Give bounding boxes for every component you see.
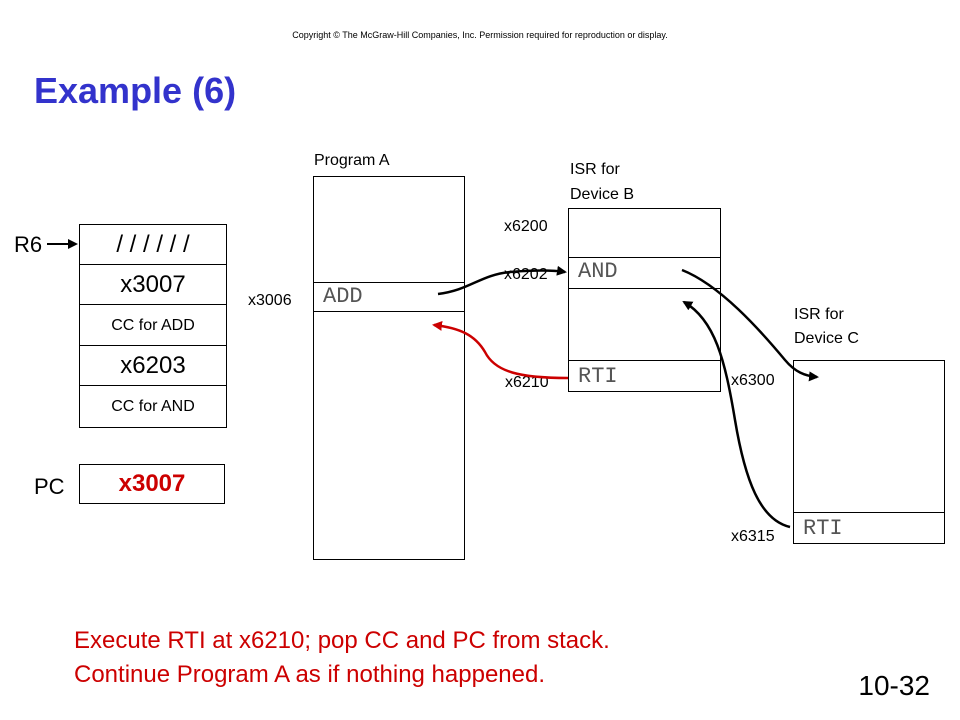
caption: Execute RTI at x6210; pop CC and PC from… <box>74 624 610 692</box>
program-a-instr-add: ADD <box>323 284 363 309</box>
slide-number: 10-32 <box>858 670 930 701</box>
isr-b-label-line1: ISR for <box>570 161 620 178</box>
stack-cell-saved-pc-a: x3007 <box>80 265 226 305</box>
isr-c-addr-rti: x6315 <box>731 528 775 545</box>
isr-b-divider <box>569 288 720 289</box>
return-from-b-arrow <box>432 320 569 380</box>
stack-cell-top: / / / / / / <box>80 225 226 265</box>
isr-c-divider <box>794 512 944 513</box>
stack-pointer-label: R6 <box>14 232 43 257</box>
isr-b-label-line2: Device B <box>570 186 635 203</box>
isr-c-memory: RTI <box>793 360 945 544</box>
isr-b-addr-start: x6200 <box>504 218 548 235</box>
program-a-divider <box>314 311 464 312</box>
interrupt-c-arrow <box>681 268 819 382</box>
pc-value: x3007 <box>79 464 225 504</box>
isr-c-addr-start: x6300 <box>731 372 775 389</box>
isr-b-memory: AND RTI <box>568 208 721 392</box>
interrupt-b-arrow <box>437 265 567 296</box>
stack-cell-saved-cc-a: CC for ADD <box>80 305 226 346</box>
isr-b-divider <box>569 360 720 361</box>
program-a-addr: x3006 <box>248 292 292 309</box>
program-a-divider <box>314 282 464 283</box>
isr-b-addr-rti: x6210 <box>505 374 549 391</box>
isr-b-divider <box>569 257 720 258</box>
copyright-notice: Copyright © The McGraw-Hill Companies, I… <box>292 30 668 40</box>
isr-c-label-line1: ISR for <box>794 306 844 323</box>
return-from-c-arrow <box>682 300 791 529</box>
stack-cell-saved-pc-b: x6203 <box>80 346 226 386</box>
slide-title: Example (6) <box>34 70 237 111</box>
isr-c-label-line2: Device C <box>794 330 859 347</box>
stack-cell-saved-cc-b: CC for AND <box>111 398 195 415</box>
pc-label: PC <box>34 474 65 499</box>
caption-line1: Execute RTI at x6210; pop CC and PC from… <box>74 627 610 654</box>
isr-c-instr-rti: RTI <box>803 516 843 541</box>
program-a-label: Program A <box>314 152 390 169</box>
program-a-memory: ADD <box>313 176 465 560</box>
caption-line2: Continue Program A as if nothing happene… <box>74 661 545 688</box>
isr-b-instr-rti: RTI <box>578 364 618 389</box>
isr-b-instr-and: AND <box>578 259 618 284</box>
stack: / / / / / / x3007 CC for ADD x6203 CC fo… <box>79 224 227 428</box>
